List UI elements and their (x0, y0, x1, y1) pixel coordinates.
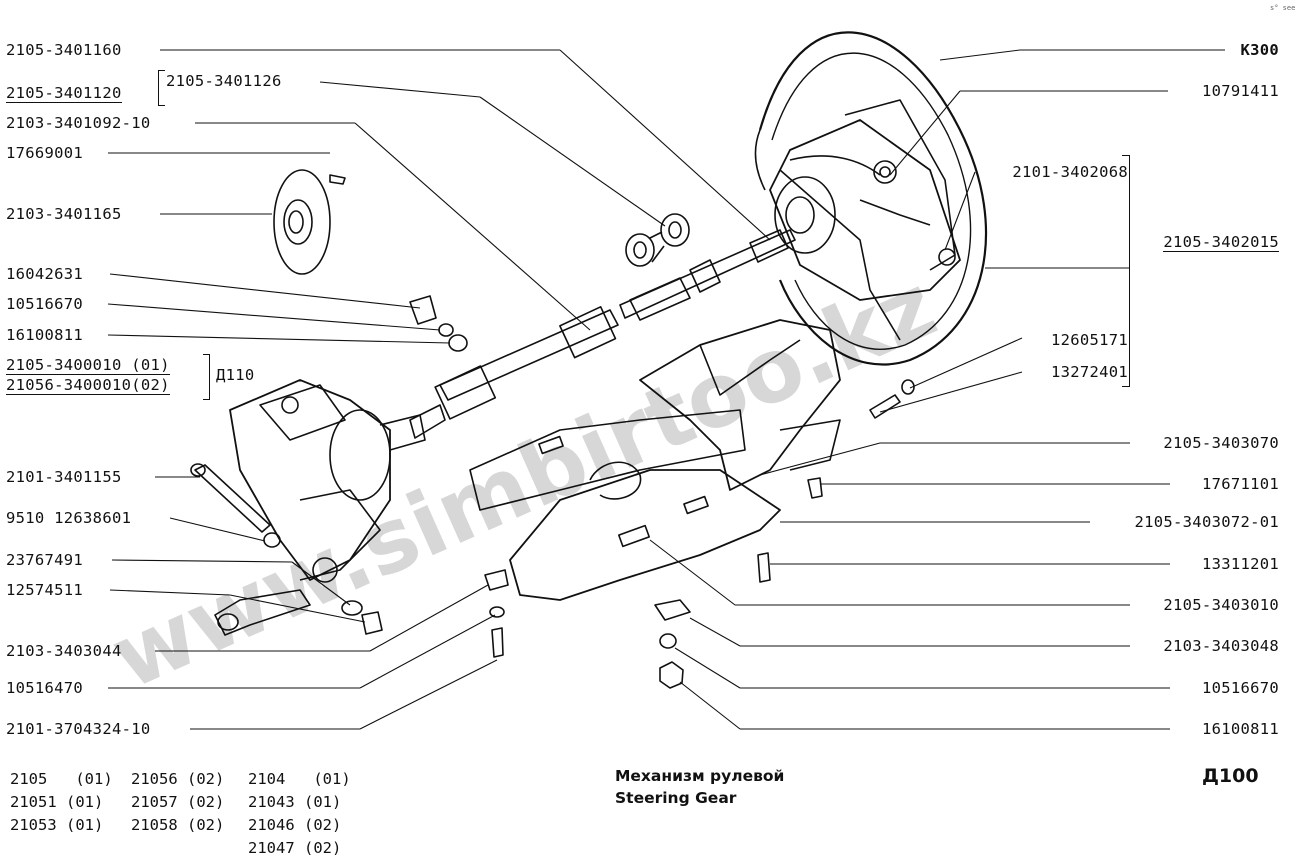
part-label: 16100811 (1201, 720, 1279, 738)
flange-plate (273, 169, 346, 275)
leader-lines-left (107, 49, 771, 730)
long-bolt (190, 463, 281, 548)
part-label: 13272401 (1050, 363, 1128, 381)
leader-lines-right (649, 49, 1225, 730)
part-label: 2105-3401126 (166, 72, 282, 90)
part-label: 2105-3401120 (6, 84, 122, 103)
bolts-left (409, 295, 468, 352)
part-label: 9510 12638601 (6, 509, 132, 527)
group-bracket (203, 354, 210, 400)
model-cell: 21057 (02) (131, 793, 225, 811)
model-cell: 2105 (01) (10, 770, 113, 788)
model-cell: 21058 (02) (131, 816, 225, 834)
caption-ru: Механизм рулевой (615, 767, 785, 785)
steering-gearbox (229, 379, 426, 583)
wheel-hub (769, 99, 961, 301)
part-label: Д110 (216, 366, 255, 384)
part-label: 13311201 (1201, 555, 1279, 573)
part-label: 2101-3402068 (1012, 163, 1128, 181)
diagram-code: Д100 (1202, 765, 1259, 787)
group-bracket (1122, 155, 1130, 387)
shaft-bushings (625, 213, 690, 267)
steering-shaft (619, 229, 796, 321)
pitman-arm (214, 589, 383, 636)
part-label: 10791411 (1201, 82, 1279, 100)
part-label: 10516670 (6, 295, 84, 313)
part-label: 2105-3403072-01 (1134, 513, 1279, 531)
part-label: 2105-3401160 (6, 41, 122, 59)
part-label: 2105-3403010 (1163, 596, 1279, 614)
group-bracket (158, 70, 165, 106)
steering-wheel (754, 31, 988, 366)
model-cell: 21053 (01) (10, 816, 104, 834)
model-cell: 21047 (02) (248, 839, 342, 857)
diagram-caption: Механизм рулевой Steering Gear (615, 765, 784, 809)
part-label: 2103-3403048 (1163, 637, 1279, 655)
part-label: 17671101 (1201, 475, 1279, 493)
header-mark: s° see (1270, 4, 1296, 12)
part-label: К300 (1240, 41, 1279, 59)
part-label: 12574511 (6, 581, 84, 599)
fasteners-bottom (484, 379, 915, 689)
part-label: 16100811 (6, 326, 84, 344)
part-label: 2103-3403044 (6, 642, 122, 660)
part-label: 23767491 (6, 551, 84, 569)
model-cell: 21043 (01) (248, 793, 342, 811)
part-label: 17669001 (6, 144, 84, 162)
part-label: 2103-3401092-10 (6, 114, 151, 132)
caption-en: Steering Gear (615, 789, 737, 807)
model-cell: 2104 (01) (248, 770, 351, 788)
part-label: 2103-3401165 (6, 205, 122, 223)
part-label: 2105-3402015 (1163, 233, 1279, 252)
model-cell: 21046 (02) (248, 816, 342, 834)
part-label: 10516670 (1201, 679, 1279, 697)
model-cell: 21056 (02) (131, 770, 225, 788)
part-label: 12605171 (1050, 331, 1128, 349)
part-label: 21056-3400010(02) (6, 376, 170, 395)
part-label: 2105-3403070 (1163, 434, 1279, 452)
steering-column-bracket (469, 409, 781, 601)
part-label: 16042631 (6, 265, 84, 283)
part-label: 2101-3401155 (6, 468, 122, 486)
part-label: 10516470 (6, 679, 84, 697)
part-label: 2105-3400010 (01) (6, 356, 170, 375)
model-cell: 21051 (01) (10, 793, 104, 811)
part-label: 2101-3704324-10 (6, 720, 151, 738)
column-shroud (639, 319, 841, 491)
intermediate-shaft (409, 306, 619, 439)
